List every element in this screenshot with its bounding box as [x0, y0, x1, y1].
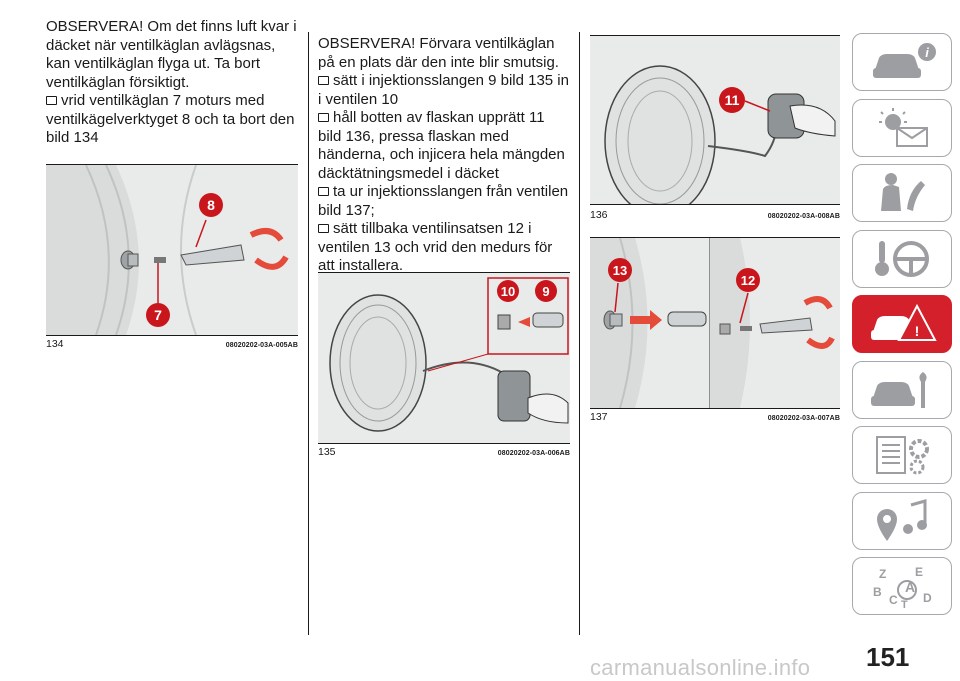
- instruction-step: ta ur injektionsslangen från ventilen bi…: [318, 183, 569, 219]
- figure-caption: 137 08020202-03A-007AB: [590, 411, 840, 423]
- figure-caption: 134 08020202-03A-005AB: [46, 338, 298, 350]
- tab-car-info[interactable]: i: [852, 33, 952, 91]
- svg-text:D: D: [923, 591, 932, 605]
- instruction-step: sätt i injektionsslangen 9 bild 135 in i…: [318, 72, 569, 108]
- alphabetic-index-icon: Z E A B C D T: [873, 565, 932, 608]
- callout-8: 8: [207, 197, 215, 213]
- callout-7: 7: [154, 307, 162, 323]
- callout-13: 13: [613, 263, 627, 278]
- figure-code: 08020202-03A-007AB: [767, 415, 840, 422]
- emergency-car-icon: !: [871, 303, 937, 341]
- callout-10: 10: [501, 284, 515, 299]
- watermark: carmanualsonline.info: [590, 655, 811, 680]
- multimedia-icon: [877, 498, 927, 541]
- bottle-injection-illustration: 11: [604, 65, 836, 204]
- specs-gear-icon: [876, 436, 929, 475]
- svg-text:E: E: [915, 565, 923, 579]
- car-info-icon: i: [873, 43, 936, 78]
- tab-warning-lights[interactable]: [852, 98, 952, 157]
- figure-134: 8 7: [46, 164, 298, 336]
- seat-safety-icon: [881, 173, 925, 211]
- column-1: OBSERVERA! Om det finns luft kvar i däck…: [46, 18, 298, 148]
- instruction-step: vrid ventilkäglan 7 moturs med ventilkäg…: [46, 92, 295, 146]
- figure-number: 135: [318, 446, 336, 458]
- tab-starting-driving[interactable]: [852, 229, 952, 288]
- tab-maintenance[interactable]: [852, 360, 952, 419]
- figure-code: 08020202-03A-006AB: [497, 450, 570, 457]
- valve-core-install-illustration: 13 12: [590, 238, 835, 408]
- svg-text:!: !: [915, 323, 920, 339]
- column-divider: [308, 32, 309, 635]
- callout-11: 11: [725, 92, 740, 108]
- figure-caption: 135 08020202-03A-006AB: [318, 446, 570, 458]
- page-number: 151: [866, 642, 910, 672]
- warning-paragraph-2: OBSERVERA! Förvara ventilkäglan på en pl…: [318, 35, 559, 71]
- figure-135: 10 9: [318, 272, 570, 444]
- tab-seats-safety[interactable]: [852, 164, 952, 222]
- svg-text:T: T: [901, 599, 908, 608]
- figure-number: 136: [590, 209, 608, 221]
- injection-hose-illustration: 10 9: [329, 277, 569, 432]
- tab-emergency[interactable]: !: [852, 295, 952, 353]
- warning-paragraph-1: OBSERVERA! Om det finns luft kvar i däck…: [46, 18, 297, 91]
- svg-text:C: C: [889, 593, 898, 607]
- figure-136: 11: [590, 35, 840, 205]
- valve-core-removal-illustration: 8 7: [46, 165, 289, 335]
- figure-code: 08020202-03A-008AB: [767, 213, 840, 220]
- column-divider: [579, 32, 580, 635]
- checkbox-bullet-icon: [318, 187, 329, 196]
- svg-text:A: A: [905, 579, 915, 595]
- svg-text:i: i: [925, 45, 929, 60]
- car-wrench-icon: [871, 371, 927, 408]
- steering-key-icon: [875, 240, 929, 277]
- tab-multimedia[interactable]: [852, 491, 952, 550]
- instruction-step: sätt tillbaka ventilinsatsen 12 i ventil…: [318, 220, 553, 274]
- figure-number: 134: [46, 338, 64, 350]
- callout-12: 12: [741, 273, 755, 288]
- svg-text:Z: Z: [879, 567, 886, 581]
- warning-lights-icon: [879, 107, 928, 147]
- checkbox-bullet-icon: [318, 113, 329, 122]
- figure-code: 08020202-03A-005AB: [225, 342, 298, 349]
- column-2: OBSERVERA! Förvara ventilkäglan på en pl…: [318, 35, 570, 276]
- svg-text:B: B: [873, 585, 882, 599]
- figure-caption: 136 08020202-03A-008AB: [590, 209, 840, 221]
- checkbox-bullet-icon: [318, 224, 329, 233]
- tab-technical-data[interactable]: [852, 426, 952, 484]
- figure-137: 13 12: [590, 237, 840, 409]
- figure-number: 137: [590, 411, 608, 423]
- callout-9: 9: [542, 284, 549, 299]
- checkbox-bullet-icon: [318, 76, 329, 85]
- tab-index[interactable]: Z E A B C D T: [852, 557, 952, 615]
- chapter-tabs: i !: [852, 33, 954, 623]
- instruction-step: håll botten av flaskan upprätt 11 bild 1…: [318, 109, 565, 182]
- checkbox-bullet-icon: [46, 96, 57, 105]
